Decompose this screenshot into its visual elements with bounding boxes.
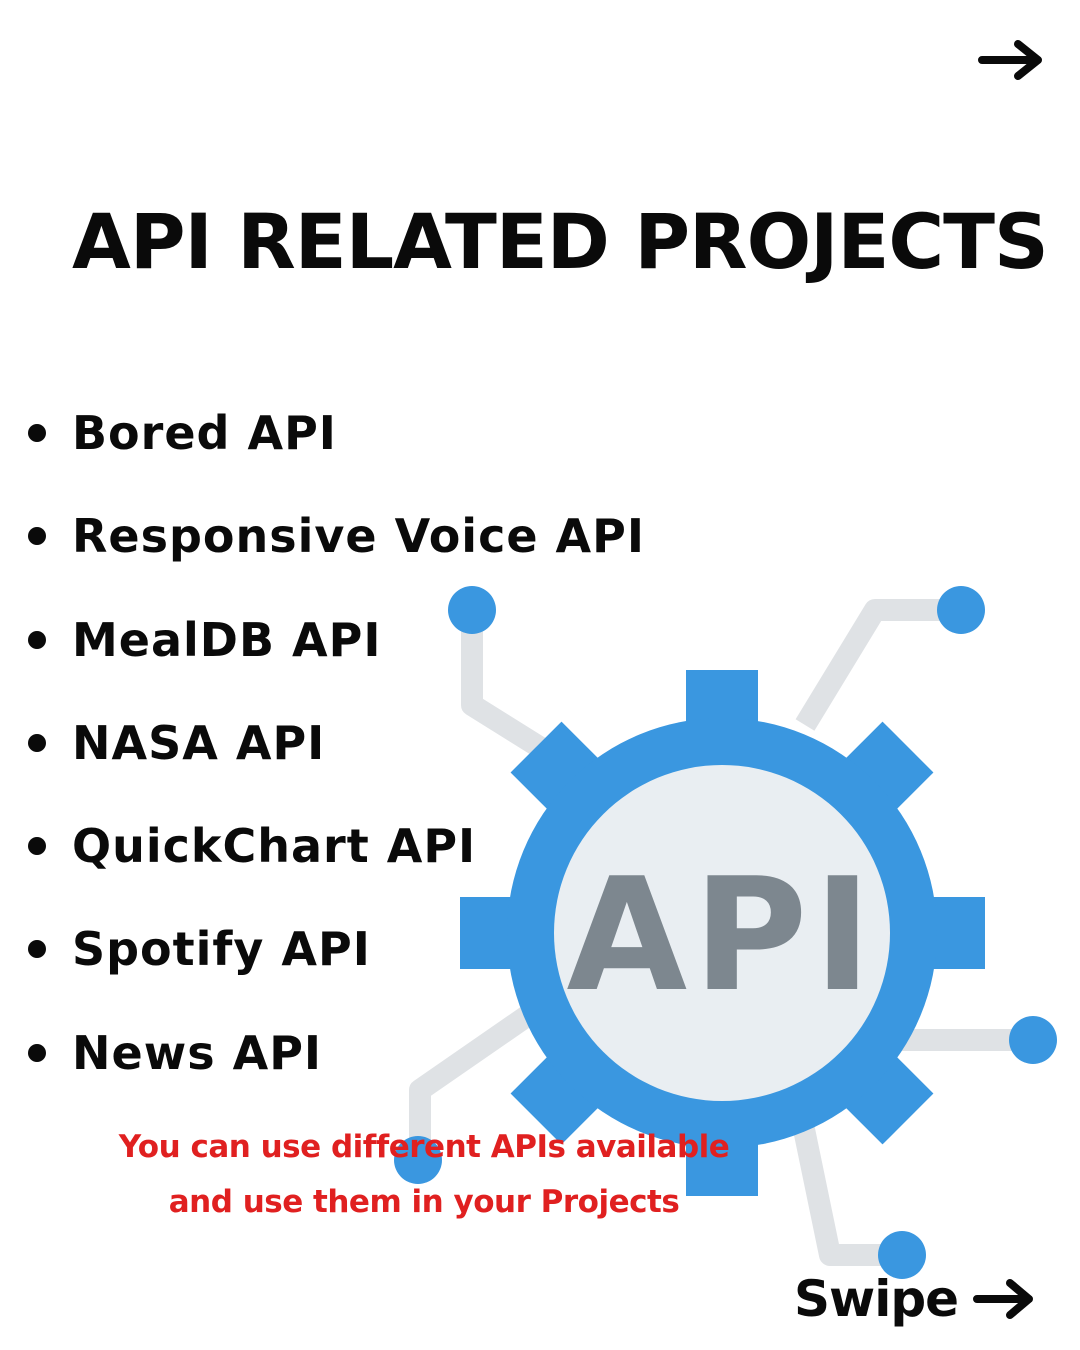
bullet-icon: [28, 940, 46, 959]
list-item: Responsive Voice API: [24, 503, 645, 606]
next-arrow-icon[interactable]: [976, 38, 1048, 82]
project-label: MealDB API: [72, 612, 382, 667]
note-text: You can use different APIs available and…: [104, 1120, 744, 1230]
bullet-icon: [28, 527, 46, 546]
project-label: NASA API: [72, 715, 326, 770]
swipe-label: Swipe: [794, 1270, 959, 1328]
note-line-2: and use them in your Projects: [168, 1184, 680, 1220]
project-label: Bored API: [72, 406, 337, 460]
list-item: News API: [24, 1020, 645, 1123]
project-list: Bored API Responsive Voice API MealDB AP…: [24, 400, 645, 1123]
note-line-1: You can use different APIs available: [118, 1129, 730, 1165]
api-gear-icon: API: [394, 586, 1057, 1279]
bullet-icon: [28, 424, 46, 442]
list-item: Spotify API: [24, 916, 645, 1019]
api-badge-label: API: [566, 844, 877, 1026]
project-label: Responsive Voice API: [72, 509, 645, 564]
swipe-button[interactable]: Swipe: [794, 1266, 1038, 1332]
project-label: QuickChart API: [72, 819, 477, 874]
list-item: QuickChart API: [24, 813, 645, 916]
project-label: News API: [72, 1025, 323, 1080]
list-item: Bored API: [24, 400, 645, 503]
bullet-icon: [28, 630, 46, 649]
list-item: NASA API: [24, 710, 645, 813]
bullet-icon: [28, 837, 46, 856]
list-item: MealDB API: [24, 607, 645, 710]
bullet-icon: [28, 1043, 46, 1062]
arrow-right-icon: [973, 1279, 1034, 1319]
page-title: API RELATED PROJECTS: [72, 197, 1049, 286]
bullet-icon: [28, 733, 46, 752]
project-label: Spotify API: [72, 922, 371, 977]
